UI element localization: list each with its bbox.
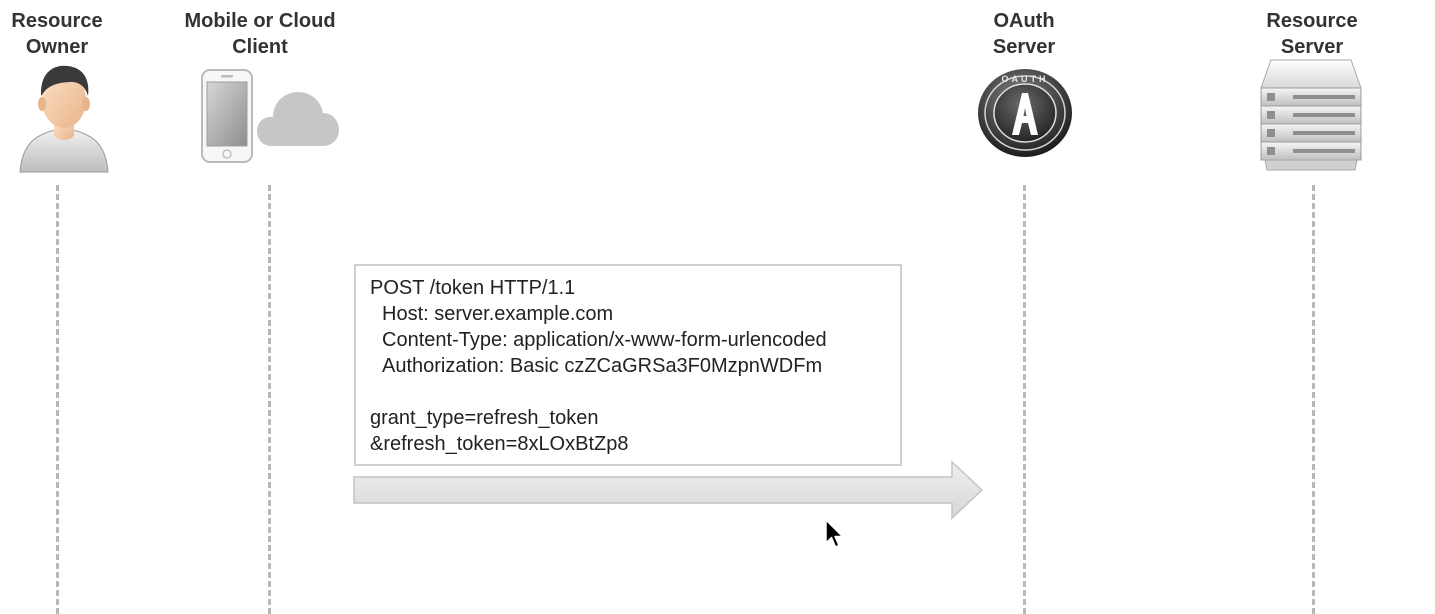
lifeline-client: [268, 185, 271, 614]
actor-label-line: Mobile or Cloud: [184, 10, 336, 32]
mobile-phone-icon: [201, 69, 253, 163]
actor-label-line: Server: [992, 36, 1056, 58]
cloud-icon: [257, 92, 339, 146]
request-arrow: [353, 460, 984, 520]
oauth-logo-icon: OAUTH: [978, 69, 1072, 157]
actor-label-line: OAuth: [993, 10, 1055, 32]
server-rack-icon: [1260, 59, 1362, 171]
lifeline-resource-server: [1312, 185, 1315, 614]
actor-label-resource-server: Resource Server: [1266, 8, 1357, 60]
header-authorization: Authorization: Basic czZCaGRSa3F0MzpnWDF…: [382, 355, 823, 377]
blank-line: [370, 379, 886, 405]
actor-label-line: Server: [1280, 36, 1344, 58]
actor-label-line: Resource: [1266, 10, 1358, 32]
body-grant-type: grant_type=refresh_token: [370, 407, 599, 429]
mouse-cursor-icon: [825, 519, 844, 548]
person-icon: [19, 65, 109, 173]
body-refresh-token: &refresh_token=8xLOxBtZp8: [370, 433, 629, 455]
lifeline-resource-owner: [56, 185, 59, 614]
actor-label-oauth-server: OAuth Server: [993, 8, 1055, 60]
actor-label-line: Resource: [11, 10, 103, 32]
header-content-type: Content-Type: application/x-www-form-url…: [382, 329, 827, 351]
request-line: POST /token HTTP/1.1: [370, 277, 576, 299]
actor-label-resource-owner: Resource Owner: [11, 8, 102, 60]
actor-label-line: Client: [232, 36, 288, 58]
oauth-logo-text: OAUTH: [1002, 74, 1049, 84]
actor-label-line: Owner: [25, 36, 89, 58]
header-host: Host: server.example.com: [382, 303, 614, 325]
lifeline-oauth-server: [1023, 185, 1026, 614]
http-request-box: POST /token HTTP/1.1 Host: server.exampl…: [354, 264, 902, 466]
actor-label-client: Mobile or Cloud Client: [184, 8, 335, 60]
